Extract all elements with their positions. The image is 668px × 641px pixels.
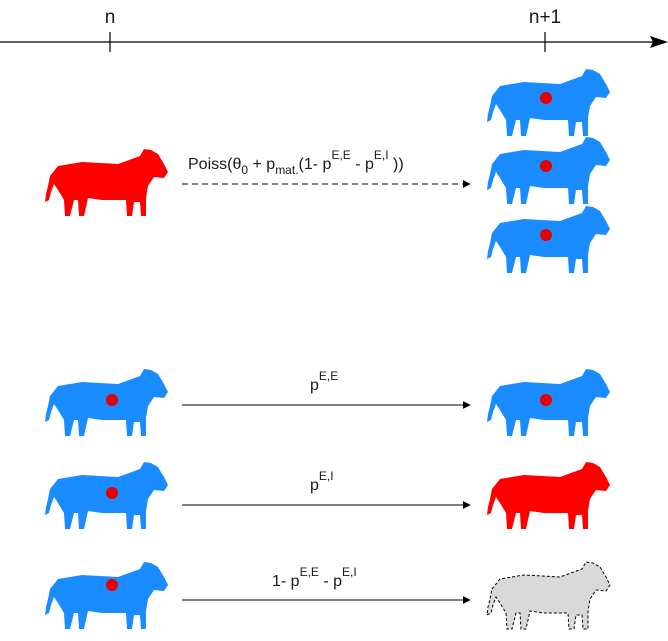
transition-label-ei: pE,I <box>310 469 334 494</box>
infection-dot <box>106 579 118 591</box>
transition-label-ee: pE,E <box>310 369 338 394</box>
cow-offspring-1 <box>487 69 610 136</box>
tick-label-n-plus-1: n+1 <box>529 7 561 28</box>
cow-exposed-target <box>487 369 610 436</box>
cow-infected-target <box>487 462 610 529</box>
time-axis-arrowhead <box>650 36 668 48</box>
birth-rate-label: Poiss(θ0 + pmat.(1- pE,E - pE,I )) <box>188 148 404 177</box>
birth-section: Poiss(θ0 + pmat.(1- pE,E - pE,I )) <box>45 69 610 273</box>
transition-label-removal: 1- pE,E - pE,I <box>272 565 357 590</box>
cow-offspring-2 <box>487 137 610 204</box>
infection-dot <box>106 487 118 499</box>
transition-row-ei: pE,I <box>45 462 610 529</box>
cow-removed-target <box>486 561 611 630</box>
transition-row-removal: 1- pE,E - pE,I <box>45 561 611 630</box>
cow-icon <box>45 462 168 529</box>
cow-exposed-source <box>45 369 168 436</box>
cow-icon <box>45 562 168 629</box>
cow-infected-source <box>45 149 168 216</box>
cow-exposed-source <box>45 562 168 629</box>
infection-dot <box>540 229 552 241</box>
infection-dot <box>540 394 552 406</box>
timeline: n n+1 <box>0 7 668 52</box>
cow-icon <box>486 561 611 630</box>
cow-exposed-source <box>45 462 168 529</box>
infection-dot <box>540 160 552 172</box>
tick-label-n: n <box>105 7 116 28</box>
transition-row-ee: pE,E <box>45 369 610 436</box>
cow-icon <box>487 462 610 529</box>
cow-offspring-3 <box>487 206 610 273</box>
infection-dot <box>106 394 118 406</box>
infection-dot <box>540 92 552 104</box>
cow-icon <box>45 149 168 216</box>
cow-icon <box>45 369 168 436</box>
